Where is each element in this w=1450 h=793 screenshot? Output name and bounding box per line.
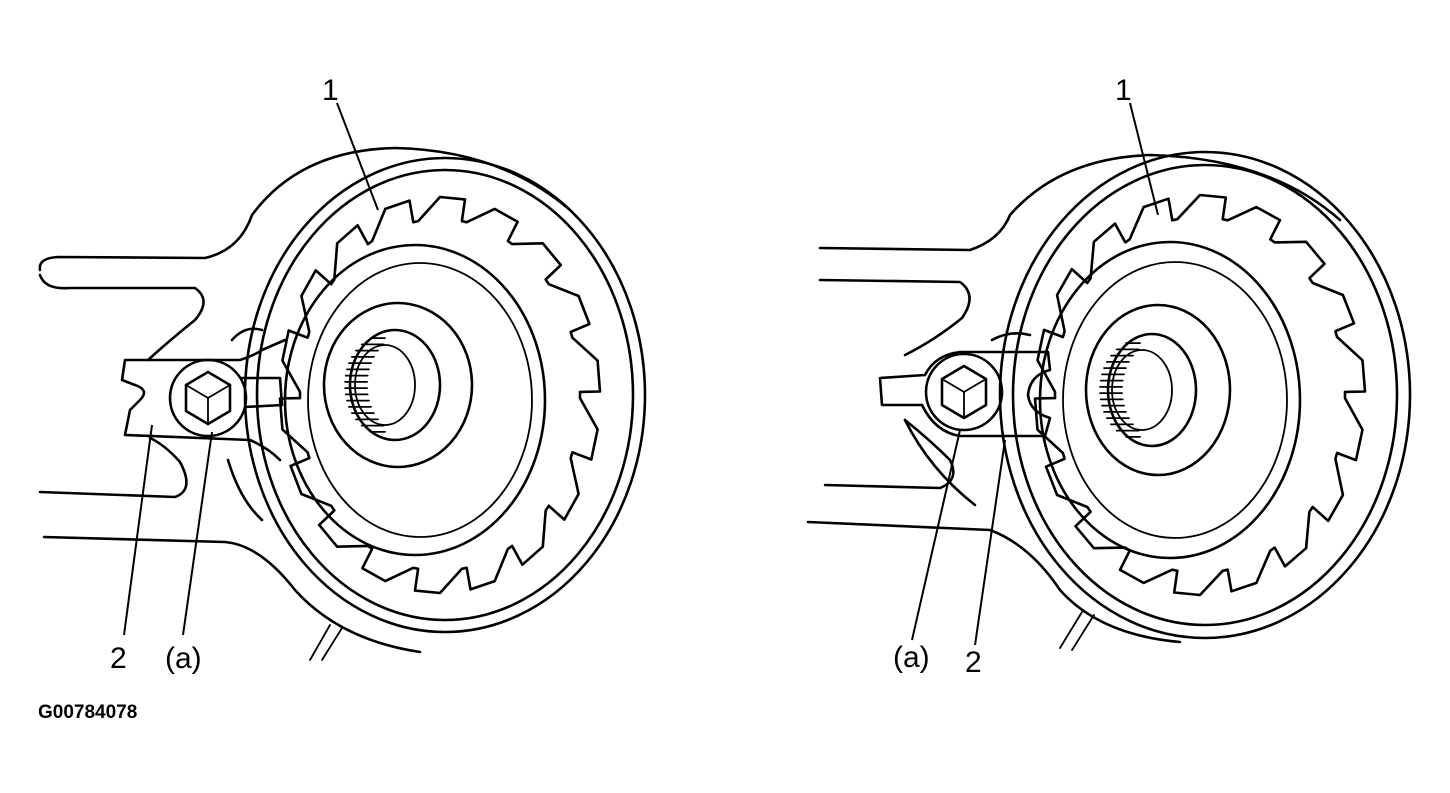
figure-id: G00784078 [38,702,137,723]
bolt-washer [924,352,1004,432]
tensioner-bracket [226,327,264,522]
spline-hatching [344,337,386,433]
tensioner-bracket [120,338,287,462]
callout-1: 1 [1115,74,1132,107]
leader-line-1 [1129,102,1159,216]
bolt-detail [185,384,231,425]
pulley-bore-inner [1111,349,1173,431]
tensioner-bracket [903,332,1032,507]
pulley-hub-ring [283,243,547,557]
pulley-bore-inner [348,328,442,442]
leader-line-2 [974,439,1006,646]
leader-line-2 [123,424,153,636]
pulley-bore [1084,303,1232,477]
housing-outline [823,418,955,490]
pulley-hub-ring [1038,240,1302,560]
callout-2: 2 [110,642,127,675]
pulley-hub-ring [307,262,533,538]
left-view: 1 2 (a) [38,74,647,675]
housing-outline [818,278,971,357]
pulley-outer-rim [243,156,647,634]
housing-outline [38,273,205,362]
housing-outline [1059,611,1095,651]
housing-outline [38,146,572,272]
callout-1: 1 [322,74,339,107]
sprocket-teeth [278,195,602,595]
callout-a: (a) [165,642,202,675]
housing-outline [38,436,188,499]
callout-2: 2 [965,646,982,679]
leader-line-a [182,431,213,636]
housing-outline [309,624,343,661]
callout-a: (a) [893,641,930,674]
pulley-bore-inner [354,344,416,426]
pulley-bore-inner [1106,332,1198,448]
pulley-rim [255,168,635,622]
bolt-detail [941,378,987,419]
pulley-bore [322,301,474,469]
pulley-rim [1011,163,1399,627]
pulley-hub-ring [1062,261,1288,539]
spline-hatching [1099,342,1141,438]
housing-outline [806,520,1182,644]
leader-line-1 [336,102,379,211]
right-view: 1 (a) 2 [806,74,1412,679]
leader-line-a [911,429,961,641]
tensioner-bracket [240,376,284,409]
tensioner-bracket [878,350,1052,438]
bolt-washer [168,358,248,438]
housing-outline [42,535,422,654]
pulley-outer-rim [998,150,1412,640]
sprocket-teeth [1033,193,1367,597]
